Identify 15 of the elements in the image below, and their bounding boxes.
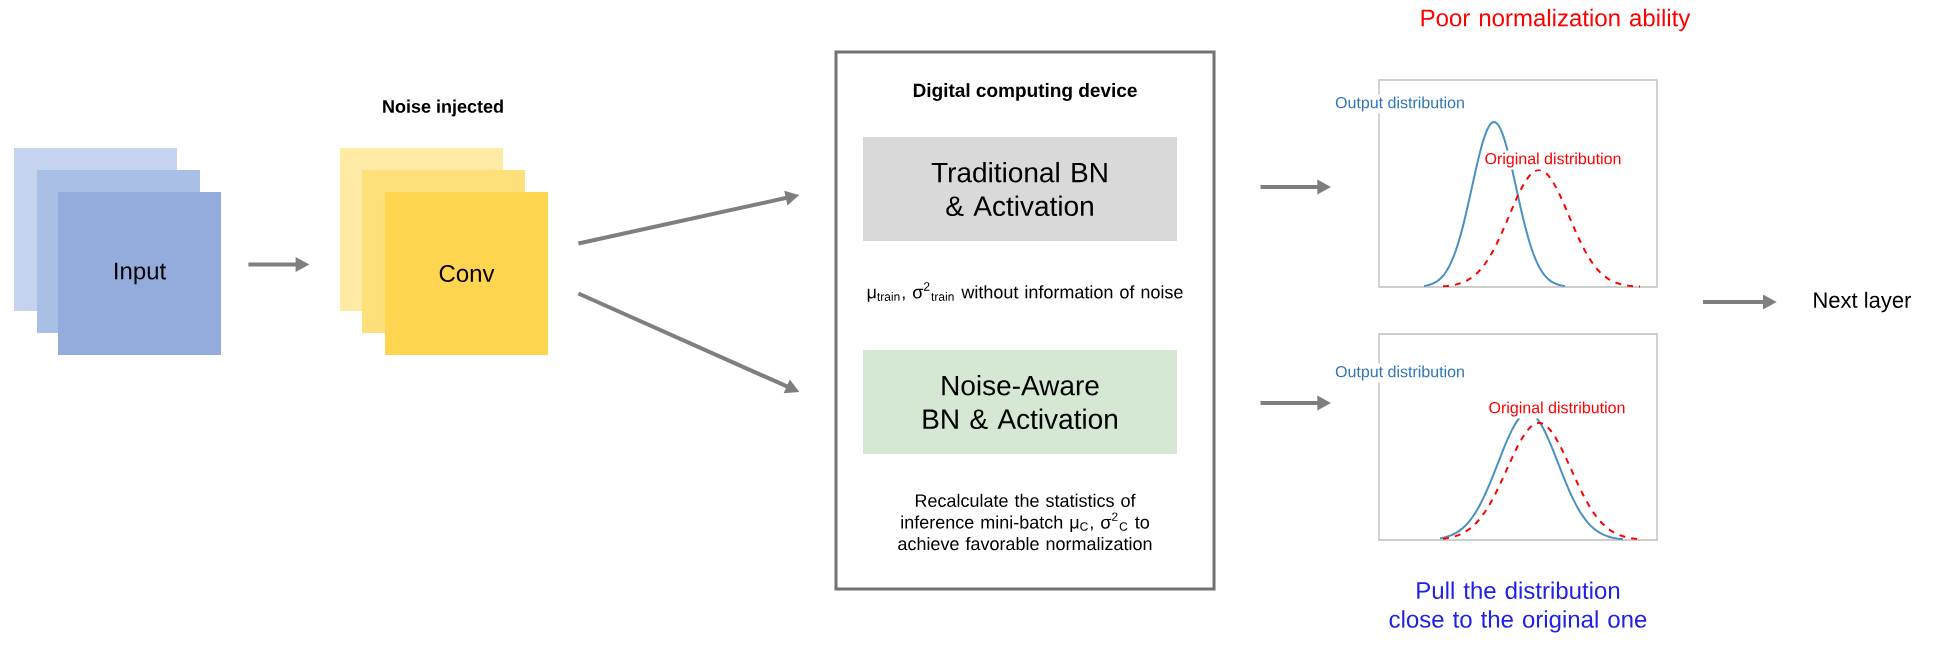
description: Recalculate the statistics of inference mini-batch μ$_{C}$, σ$^{2}$$_{C}$ to achieve favorable normalization [898, 493, 1152, 551]
curve-label: Original distribution [1482, 150, 1624, 170]
box-title: Digital computing device [913, 83, 1137, 101]
annotation: Poor normalization ability [1421, 8, 1691, 32]
stacked-squares: Input [14, 148, 221, 355]
process-box: Traditional BN & Activation [863, 137, 1177, 241]
description: μ$_{train}$, σ$^{2}$$_{train}$ without information of noise [867, 282, 1183, 302]
heading: Noise injected [383, 99, 503, 117]
curve-label: Original distribution [1486, 399, 1628, 419]
curve-label: Output distribution [1333, 94, 1467, 114]
annotation: Pull the distribution close to the original one [1389, 581, 1647, 633]
curve-label: Output distribution [1333, 363, 1467, 383]
output-label: Next layer [1814, 291, 1912, 313]
process-box: Noise-Aware BN & Activation [863, 350, 1177, 454]
stacked-squares: Conv [340, 148, 548, 355]
